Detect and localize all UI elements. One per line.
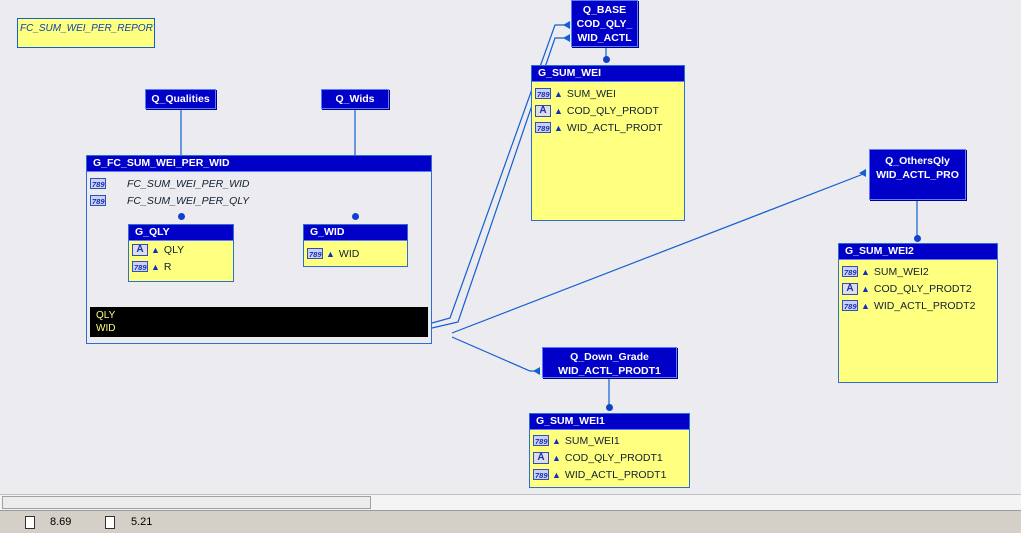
query-down-title: Q_Down_Grade [570,351,649,363]
field-name: COD_QLY_PRODT [566,104,659,117]
arrow-up-icon: ▲ [151,244,160,255]
query-others-col1: WID_ACTL_PRO [876,169,959,181]
query-others-title: Q_OthersQly [885,155,950,167]
number-type-icon: 789 [90,195,106,206]
arrow-up-icon: ▲ [554,88,563,99]
field-name: WID_ACTL_PRODT1 [564,468,667,481]
arrow-up-icon: ▲ [552,452,561,463]
arrow-up-icon: ▲ [554,105,563,116]
number-type-icon: 789 [535,122,551,133]
group-g-sum-wei1-title: G_SUM_WEI1 [530,414,689,430]
number-type-icon: 789 [307,248,323,259]
formula-name: FC_SUM_WEI_PER_WID [127,177,250,190]
field-row[interactable]: 789 ▲ WID_ACTL_PRODT [532,119,684,136]
link-dot [352,213,359,220]
number-type-icon: 789 [533,435,549,446]
summary-item: QLY [96,310,116,321]
field-name: WID_ACTL_PRODT [566,121,663,134]
summary-item: WID [96,323,116,334]
report-formula-column[interactable]: FC_SUM_WEI_PER_REPORT [17,18,155,48]
group-g-wid[interactable]: G_WID 789 ▲ WID [303,224,408,267]
arrow-up-icon: ▲ [552,469,561,480]
number-type-icon: 789 [535,88,551,99]
horizontal-scrollbar[interactable] [0,494,1021,511]
field-name: COD_QLY_PRODT1 [564,451,663,464]
link-lines [180,21,918,410]
query-qualities-label: Q_Qualities [151,93,210,105]
group-g-sum-wei[interactable]: G_SUM_WEI 789 ▲ SUM_WEI A ▲ COD_QLY_PROD… [531,65,685,221]
page-width-icon [25,516,35,529]
field-name: WID_ACTL_PRODT2 [873,299,976,312]
field-row[interactable]: 789 ▲ WID_ACTL_PRODT2 [839,297,997,314]
arrow-up-icon: ▲ [861,300,870,311]
arrow-up-icon: ▲ [326,248,335,259]
height-value: 5.21 [131,516,153,528]
width-value: 8.69 [50,516,72,528]
query-others-qly[interactable]: Q_OthersQly WID_ACTL_PRO [869,149,966,200]
status-bar: 8.69 5.21 [0,510,1021,533]
summary-panel[interactable]: QLY WID [90,307,428,337]
field-row[interactable]: 789 ▲ R [129,258,233,275]
character-type-icon: A [132,243,148,256]
number-type-icon: 789 [533,469,549,480]
number-type-icon: 789 [90,178,106,189]
query-base-title: Q_BASE [582,4,627,16]
query-wids[interactable]: Q_Wids [321,89,389,109]
link-dot [603,56,610,63]
field-row[interactable]: 789 ▲ WID [304,245,407,262]
field-row[interactable]: 789 ▲ SUM_WEI [532,85,684,102]
field-name: R [163,260,172,273]
link-dot [914,235,921,242]
field-name: SUM_WEI1 [564,434,620,447]
field-row[interactable]: 789 ▲ SUM_WEI2 [839,263,997,280]
number-type-icon: 789 [842,266,858,277]
character-type-icon: A [535,104,551,117]
arrow-up-icon: ▲ [151,261,160,272]
field-row[interactable]: A ▲ QLY [129,241,233,258]
group-g-qly-title: G_QLY [129,225,233,241]
formula-name: FC_SUM_WEI_PER_QLY [127,194,250,207]
group-g-wid-title: G_WID [304,225,407,241]
query-wids-label: Q_Wids [335,93,375,105]
group-g-sum-wei2-title: G_SUM_WEI2 [839,244,997,260]
query-down-grade[interactable]: Q_Down_Grade WID_ACTL_PRODT1 [542,347,677,378]
character-type-icon: A [842,282,858,295]
character-type-icon: A [533,451,549,464]
field-row[interactable]: A ▲ COD_QLY_PRODT1 [530,449,689,466]
arrow-up-icon: ▲ [861,266,870,277]
field-row[interactable]: A ▲ COD_QLY_PRODT [532,102,684,119]
formula-row[interactable]: 789 FC_SUM_WEI_PER_QLY [87,192,431,209]
group-g-sum-wei1[interactable]: G_SUM_WEI1 789 ▲ SUM_WEI1 A ▲ COD_QLY_PR… [529,413,690,488]
arrow-up-icon: ▲ [554,122,563,133]
arrow-up-icon: ▲ [552,435,561,446]
field-row[interactable]: 789 ▲ WID_ACTL_PRODT1 [530,466,689,483]
field-name: SUM_WEI [566,87,616,100]
data-model-canvas[interactable]: FC_SUM_WEI_PER_REPORT Q_Qualities Q_Wids… [0,0,1021,494]
group-g-sum-wei-title: G_SUM_WEI [532,66,684,82]
query-qualities[interactable]: Q_Qualities [145,89,216,109]
query-base-col2: WID_ACTL [577,32,632,44]
scrollbar-thumb[interactable] [2,496,371,509]
page-height-icon [105,516,115,529]
group-g-qly[interactable]: G_QLY A ▲ QLY 789 ▲ R [128,224,234,282]
arrow-up-icon: ▲ [861,283,870,294]
field-name: QLY [163,243,185,256]
number-type-icon: 789 [132,261,148,272]
field-row[interactable]: A ▲ COD_QLY_PRODT2 [839,280,997,297]
number-type-icon: 789 [842,300,858,311]
query-down-col1: WID_ACTL_PRODT1 [558,365,661,377]
link-dot [178,213,185,220]
link-dot [606,404,613,411]
field-name: COD_QLY_PRODT2 [873,282,972,295]
query-base[interactable]: Q_BASE COD_QLY_ WID_ACTL [571,0,638,47]
group-g-sum-wei2[interactable]: G_SUM_WEI2 789 ▲ SUM_WEI2 A ▲ COD_QLY_PR… [838,243,998,383]
field-name: SUM_WEI2 [873,265,929,278]
query-base-col1: COD_QLY_ [576,18,633,30]
field-name: WID [338,247,360,260]
group-main-title: G_FC_SUM_WEI_PER_WID [87,156,431,172]
formula-row[interactable]: 789 FC_SUM_WEI_PER_WID [87,175,431,192]
field-row[interactable]: 789 ▲ SUM_WEI1 [530,432,689,449]
